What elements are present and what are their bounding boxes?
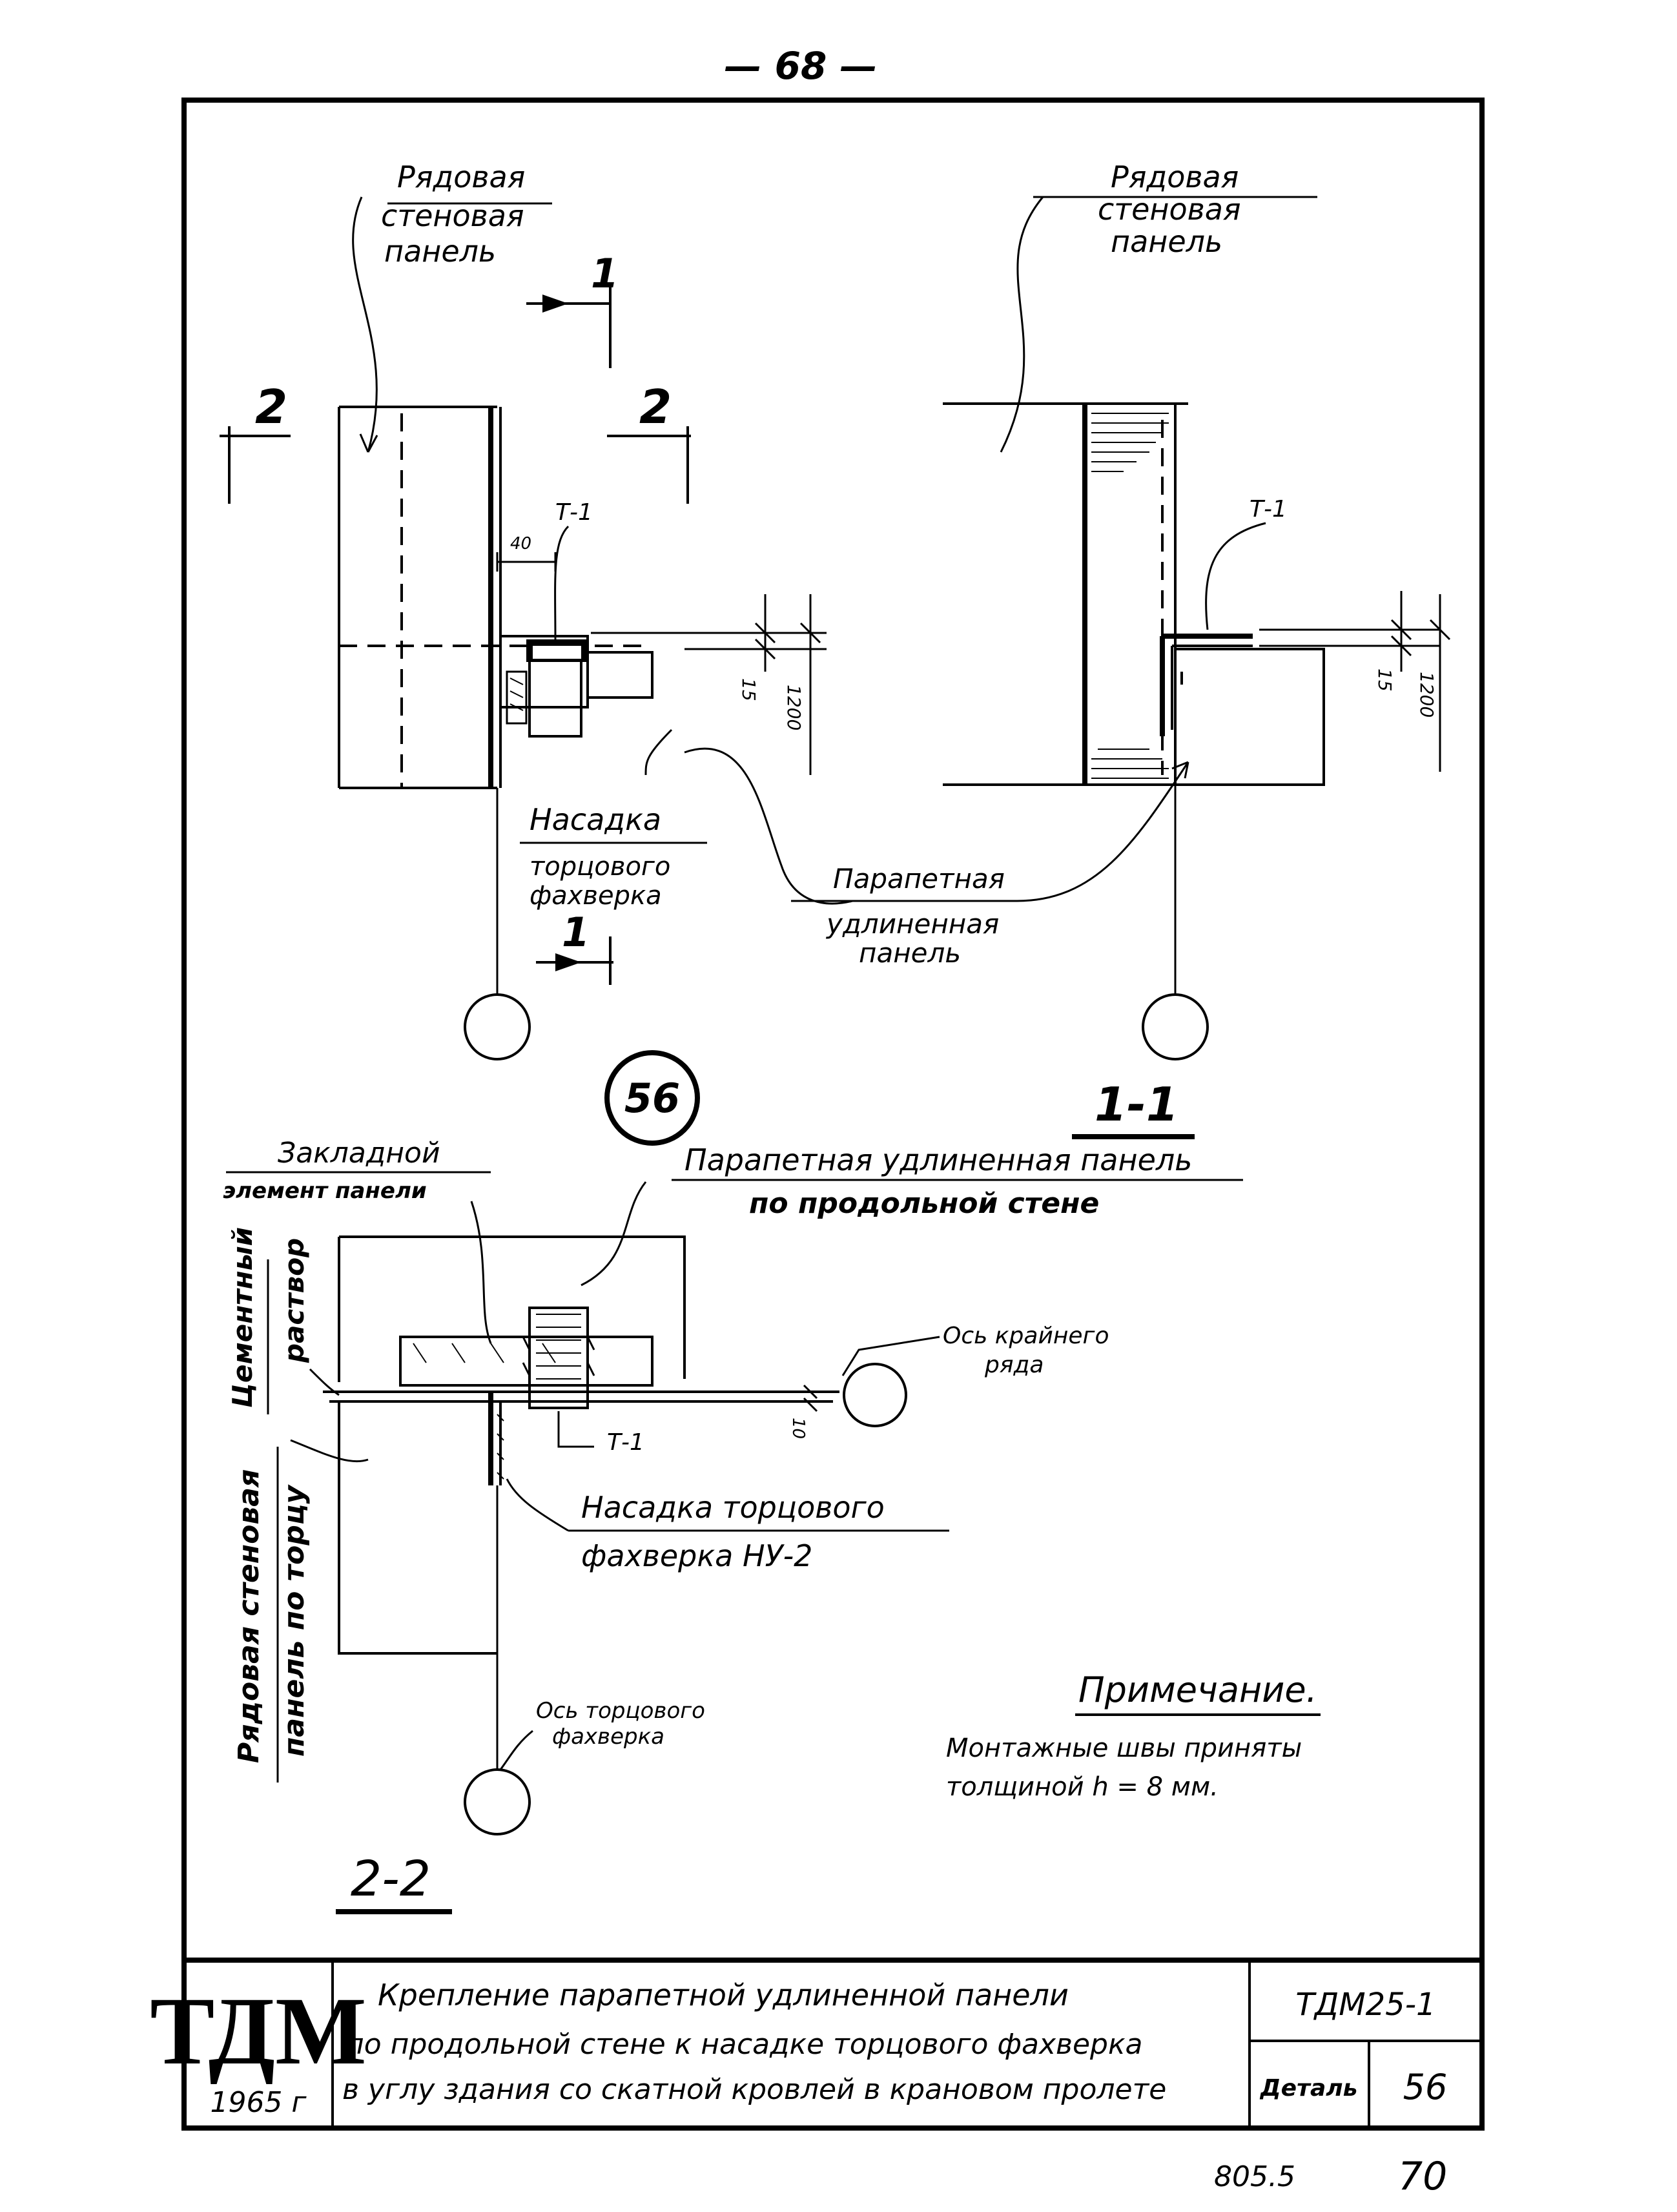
note-line-1: Монтажные швы приняты xyxy=(946,1733,1302,1763)
elev1-leader xyxy=(352,196,378,453)
note-title: Примечание. xyxy=(1078,1669,1317,1710)
plan-dim-10: 10 xyxy=(788,1418,808,1439)
elev1-dim-15: 15 xyxy=(738,678,759,701)
plan-cement-label-1: Цементный xyxy=(227,1227,258,1408)
plan-axis-fachwerk-label-1: Ось торцового xyxy=(536,1698,705,1724)
title-block: ТДМ 1965 г Крепление парапетной удлиненн… xyxy=(150,1958,1482,2128)
plan-axis-row-label-2: ряда xyxy=(984,1352,1044,1378)
plan-wall-panel-label-1: Рядовая стеновая xyxy=(232,1469,265,1763)
elev1-section-mark-2b: 2 xyxy=(639,380,672,434)
elev1-nasadka-label-1: Насадка xyxy=(530,802,661,837)
plan-nasadka-label-1: Насадка торцового xyxy=(581,1490,885,1525)
elev2-weld-tag: Т-1 xyxy=(1250,496,1287,522)
plan-axis-fachwerk-circle xyxy=(464,1768,531,1835)
section-2-2-title: 2-2 xyxy=(351,1850,431,1907)
parapet-label-3: панель xyxy=(859,937,961,969)
elev2-dim-15: 15 xyxy=(1374,668,1395,692)
elev2-panel-label-3: панель xyxy=(1111,224,1222,259)
plan-wall-panel-label-2: панель по торцу xyxy=(278,1484,311,1757)
elev1-nasadka-label-2: торцового xyxy=(530,852,670,882)
elev1-nasadka-label-3: фахверка xyxy=(530,881,662,911)
elevation-1: Рядовая стеновая панель 1 2 2 Т-1 xyxy=(220,160,827,1060)
elev1-axis-circle xyxy=(464,993,531,1060)
plan-axis-fachwerk-label-2: фахверка xyxy=(552,1724,664,1750)
parapet-leader-left xyxy=(684,747,853,905)
elevation-2: Рядовая стеновая панель Т-1 15 1200 xyxy=(943,160,1451,1060)
note-line-2: толщиной h = 8 мм. xyxy=(946,1772,1219,1802)
plan-embed-label-2: элемент панели xyxy=(223,1178,427,1204)
plan-nasadka-label-2: фахверка НУ-2 xyxy=(581,1538,812,1573)
title-year: 1965 г xyxy=(210,2086,307,2119)
section-1-1-title: 1-1 xyxy=(1095,1077,1178,1132)
parapet-label-1: Парапетная xyxy=(833,863,1005,894)
title-detail-value: 56 xyxy=(1403,2067,1448,2107)
footer-archive-no: 805.5 xyxy=(1214,2160,1295,2193)
elev1-dim-40: 40 xyxy=(510,534,531,553)
elev1-dim-1200: 1200 xyxy=(783,685,805,730)
title-logo: ТДМ xyxy=(150,1978,366,2085)
page-number: — 68 — xyxy=(724,44,877,88)
plan-cement-label-2: раствор xyxy=(278,1238,310,1363)
title-desc-3: в углу здания со скатной кровлей в крано… xyxy=(342,2073,1166,2106)
elev1-section-mark-1: 1 xyxy=(591,250,619,297)
elev1-weld-tag: Т-1 xyxy=(555,499,593,526)
detail-number: 56 xyxy=(624,1075,680,1122)
title-code: ТДМ25-1 xyxy=(1295,1987,1435,2023)
elev2-axis-circle xyxy=(1142,993,1209,1060)
elev1-panel-label-3: панель xyxy=(384,234,496,269)
title-desc-2: по продольной стене к насадке торцового … xyxy=(345,2028,1143,2061)
parapet-label-2: удлиненная xyxy=(825,908,999,940)
elev1-section-mark-2a: 2 xyxy=(255,380,287,434)
plan-axis-row-circle xyxy=(843,1363,907,1427)
plan-section-2-2: Закладной элемент панели Парапетная удли… xyxy=(223,1137,1243,1835)
elev2-dim-1200: 1200 xyxy=(1416,672,1437,718)
plan-parapet-label-1: Парапетная удлиненная панель xyxy=(684,1142,1192,1177)
note-block: Примечание. Монтажные швы приняты толщин… xyxy=(946,1669,1321,1802)
plan-axis-row-label-1: Ось крайнего xyxy=(943,1323,1109,1349)
plan-parapet-label-2: по продольной стене xyxy=(749,1187,1099,1220)
elev2-panel-label-1: Рядовая xyxy=(1111,160,1239,194)
title-desc-1: Крепление парапетной удлиненной панели xyxy=(378,1978,1069,2012)
detail-number-circle xyxy=(604,1050,700,1146)
plan-embed-label-1: Закладной xyxy=(278,1137,440,1170)
title-detail-label: Деталь xyxy=(1260,2075,1358,2102)
sheet-frame xyxy=(181,98,1485,2131)
elev1-section-mark-bottom: 1 xyxy=(562,909,590,956)
plan-weld-tag: Т-1 xyxy=(607,1429,644,1456)
footer-sheet-no: 70 xyxy=(1398,2154,1447,2199)
elev1-panel-label-1: Рядовая xyxy=(397,160,525,194)
